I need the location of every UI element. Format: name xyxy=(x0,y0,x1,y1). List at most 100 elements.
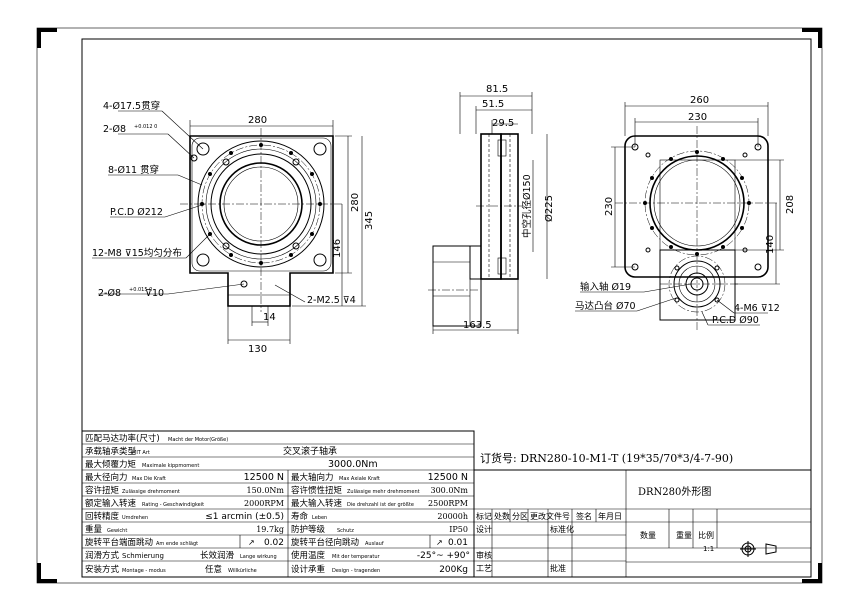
spec-value: 12500 N xyxy=(428,472,468,483)
scale-label: 比例 xyxy=(698,530,714,540)
spec-label-de: Umdrehen xyxy=(122,515,148,521)
label-motor-boss: 马达凸台 Ø70 xyxy=(575,300,636,312)
spec-label-de: Am ende schlägt xyxy=(156,541,198,547)
dim-230-top: 230 xyxy=(688,112,707,123)
spec-label-de: Gewicht xyxy=(107,528,127,534)
spec-value-de: Lange wirkung xyxy=(240,554,277,560)
spec-value: 12500 N xyxy=(244,472,284,483)
front-corner-holes xyxy=(190,142,327,288)
spec-label: 润滑方式 xyxy=(85,550,120,561)
spec-label-de: Schutz xyxy=(337,528,354,534)
spec-label-de: Die drehzahl ist der größte xyxy=(347,502,414,508)
spec-label: 寿命 xyxy=(291,511,309,522)
right-dimension-lines xyxy=(611,102,784,285)
dim-29-5: 29.5 xyxy=(492,118,514,129)
spec-value: 2000RPM xyxy=(244,499,284,508)
rev-header: 标记 xyxy=(476,511,492,521)
projection-symbol-icon xyxy=(740,541,777,557)
spec-value: IP50 xyxy=(449,525,468,534)
right-leader-lines xyxy=(575,283,768,326)
spec-label: 旋转平台径向跳动 xyxy=(291,537,360,548)
runout-icon: ↗ xyxy=(436,538,443,547)
spec-value: 0.02 xyxy=(264,538,284,548)
label-holes-11: 8-Ø11 贯穿 xyxy=(108,164,159,176)
spec-label: 额定输入转速 xyxy=(85,498,137,509)
spec-value: 20000h xyxy=(437,512,468,521)
spec-label-de: Design - tragenden xyxy=(332,568,380,574)
order-number: 订货号: DRN280-10-M1-T (19*35/70*3/4-7-90) xyxy=(480,451,733,465)
role-label: 工艺 xyxy=(476,564,492,573)
drawing-name: DRN280外形图 xyxy=(638,486,711,498)
spec-label: 回转精度 xyxy=(85,511,120,522)
spec-label: 防护等级 xyxy=(291,524,326,535)
spec-label: 安装方式 xyxy=(85,564,120,575)
spec-value: 3000.0Nm xyxy=(328,459,378,470)
role-label: 审核 xyxy=(476,550,492,560)
approve-label: 批准 xyxy=(550,563,566,573)
right-housing-outline xyxy=(624,135,769,278)
spec-label: 最大径向力 xyxy=(85,472,128,483)
role-label: 设计 xyxy=(476,524,492,534)
dim-height-280: 280 xyxy=(350,193,361,212)
dim-208: 208 xyxy=(785,195,796,214)
spec-value: 150.0Nm xyxy=(247,486,285,495)
rev-header: 分区 xyxy=(512,512,528,521)
weight-label: 重量 xyxy=(676,530,692,540)
spec-value: -25°~ +90° xyxy=(417,551,470,561)
dim-51-5: 51.5 xyxy=(482,99,504,110)
front-flange-outline xyxy=(189,135,334,307)
spec-label: 设计承重 xyxy=(291,564,326,575)
dim-140: 140 xyxy=(765,235,776,254)
dim-width-280: 280 xyxy=(248,115,267,126)
spec-label-de: Zulässige mehr drehmoment xyxy=(347,489,420,495)
dim-260: 260 xyxy=(690,95,709,106)
spec-value: 任意 xyxy=(205,564,222,575)
spec-value-de: Willkürliche xyxy=(228,568,257,574)
spec-label: 最大输入转速 xyxy=(291,498,343,509)
title-block: 订货号: DRN280-10-M1-T (19*35/70*3/4-7-90) … xyxy=(473,451,812,578)
spec-header: 匹配马达功率(尺寸) xyxy=(85,433,160,444)
spec-value: 0.01 xyxy=(448,538,468,548)
side-view: 81.5 51.5 29.5 中空孔径Ø150 Ø225 163.5 xyxy=(428,84,555,334)
spec-label-de: Max Die Kraft xyxy=(132,476,166,482)
label-pin-8-bottom-depth: ⊽10 xyxy=(145,288,164,299)
label-pin-8-top: 2-Ø8 xyxy=(103,124,126,135)
front-leader-lines xyxy=(92,110,306,303)
label-input-shaft: 输入轴 Ø19 xyxy=(580,281,631,293)
scale-value: 1:1 xyxy=(703,545,714,553)
corner-marks xyxy=(37,28,822,583)
dim-146: 146 xyxy=(332,239,343,258)
spec-label-de: Rating - Geschwindigkeit xyxy=(142,502,204,508)
dim-163-5: 163.5 xyxy=(463,320,492,331)
drawing-outer-frame xyxy=(36,27,823,584)
spec-value: 长效润滑 xyxy=(200,550,235,561)
spec-label-de: Zulässige drehmoment xyxy=(122,489,180,495)
side-motor-housing xyxy=(432,245,482,327)
right-view: 260 230 230 208 140 输入轴 Ø19 马达凸台 Ø70 4-M… xyxy=(575,95,796,330)
spec-table: 匹配马达功率(尺寸) Macht der Motor(Größe) 承载轴承类型… xyxy=(81,430,475,578)
spec-label-de: Schmierung xyxy=(122,552,164,560)
spec-label: 重量 xyxy=(85,524,103,535)
side-dimension-lines xyxy=(432,92,548,334)
std-label: 标准化 xyxy=(550,524,574,534)
flatness-icon: ↗ xyxy=(248,538,255,547)
spec-header-de: Macht der Motor(Größe) xyxy=(168,437,228,443)
dim-130: 130 xyxy=(248,344,267,355)
front-dimension-lines xyxy=(189,120,366,344)
spec-label: 最大倾覆力矩 xyxy=(85,459,137,470)
dim-bore-150: 中空孔径Ø150 xyxy=(521,174,533,238)
spec-label: 承载轴承类型 xyxy=(85,446,137,457)
rev-header: 签名 xyxy=(576,511,592,521)
dim-14: 14 xyxy=(263,312,276,323)
label-m6: 4-M6 ⊽12 xyxy=(734,303,780,314)
spec-label-de: Maximale kippmoment xyxy=(142,463,199,469)
spec-value: 2500RPM xyxy=(428,499,468,508)
label-m2-5: 2-M2.5 ⊽4 xyxy=(307,295,356,306)
label-pcd-90: P.C.D Ø90 xyxy=(712,315,759,326)
rev-header: 年月日 xyxy=(598,511,622,521)
spec-label-de: MIT Art xyxy=(132,450,150,456)
qty-label: 数量 xyxy=(640,530,656,540)
spec-label: 容许惯性扭矩 xyxy=(291,485,343,496)
spec-label-de: Mit der temperatur xyxy=(332,554,381,560)
